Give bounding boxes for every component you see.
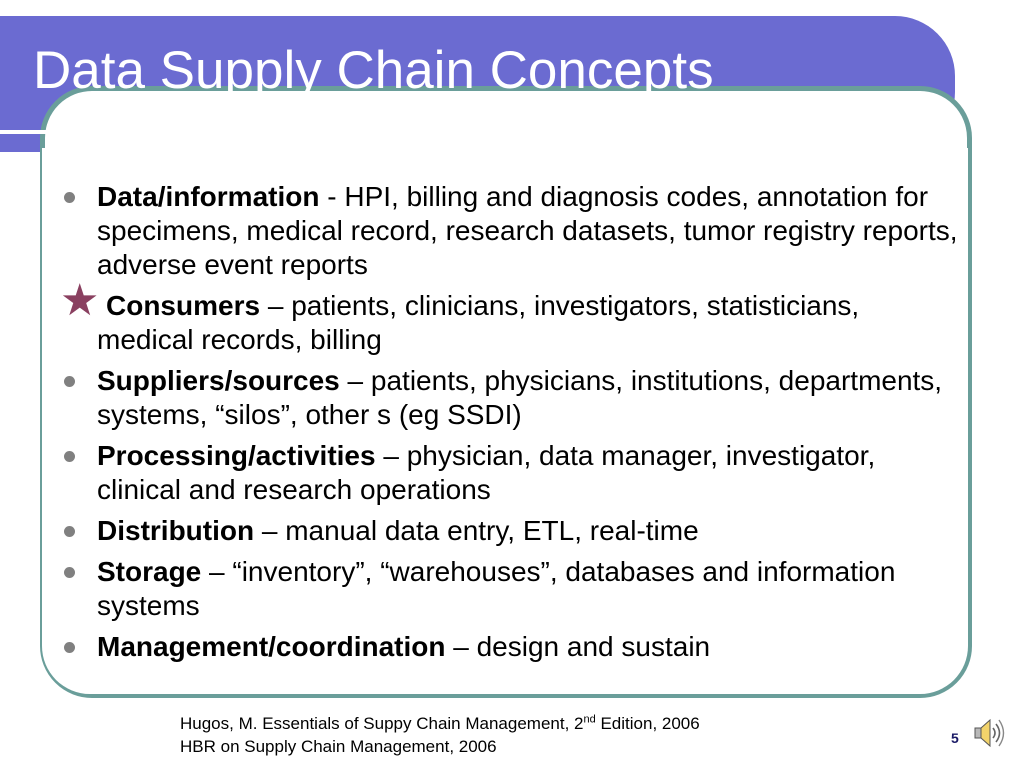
bullet-list: Data/information - HPI, billing and diag… [0,180,960,671]
bullet-text: “inventory”, “warehouses”, databases and… [97,556,896,621]
bullet-processing-activities: Processing/activities – physician, data … [0,439,960,507]
reference-1-superscript: nd [583,713,596,726]
bullet-marker [64,451,75,462]
title-underline [0,130,905,134]
bullet-marker [64,526,75,537]
bullet-term: Distribution [97,515,255,546]
bullet-separator: – [339,365,371,396]
slide-title: Data Supply Chain Concepts [33,41,714,100]
bullet-text: patients, physicians, institutions, depa… [97,365,943,430]
bullet-separator: – [375,440,407,471]
reference-1: Hugos, M. Essentials of Suppy Chain Mana… [180,712,700,735]
reference-1-text: Hugos, M. Essentials of Suppy Chain Mana… [180,714,584,733]
bullet-term: Suppliers/sources [97,365,340,396]
star-icon: ★ [60,276,100,325]
bullet-term: Processing/activities [97,440,376,471]
bullet-separator: – [445,631,477,662]
bullet-text: design and sustain [476,631,711,662]
bullet-text: physician, data manager, investigator, c… [97,440,876,505]
bullet-marker [64,642,75,653]
bullet-data-information: Data/information - HPI, billing and diag… [0,180,960,282]
bullet-term: Management/coordination [97,631,446,662]
bullet-management-coordination: Management/coordination – design and sus… [0,630,960,664]
bullet-text: manual data entry, ETL, real-time [285,515,699,546]
bullet-marker [64,192,75,203]
bullet-marker [64,567,75,578]
bullet-term: Consumers [106,290,261,321]
bullet-storage: Storage – “inventory”, “warehouses”, dat… [0,555,960,623]
bullet-separator: – [260,290,292,321]
bullet-separator: – [201,556,233,587]
speaker-icon[interactable] [972,716,1006,750]
bullet-marker [64,376,75,387]
bullet-separator: – [254,515,286,546]
reference-2: HBR on Supply Chain Management, 2006 [180,737,497,756]
bullet-separator: - [319,181,345,212]
bullet-text: patients, clinicians, investigators, sta… [97,290,860,355]
content-area [42,148,968,694]
bullet-consumers: ★ Consumers – patients, clinicians, inve… [0,279,960,357]
footer-references: Hugos, M. Essentials of Suppy Chain Mana… [180,712,700,758]
page-number: 5 [951,730,959,746]
bullet-term: Storage [97,556,202,587]
bullet-distribution: Distribution – manual data entry, ETL, r… [0,514,960,548]
bullet-suppliers-sources: Suppliers/sources – patients, physicians… [0,364,960,432]
bullet-text: HPI, billing and diagnosis codes, annota… [97,181,958,280]
bullet-term: Data/information [97,181,320,212]
reference-1-suffix: Edition, 2006 [595,714,700,733]
